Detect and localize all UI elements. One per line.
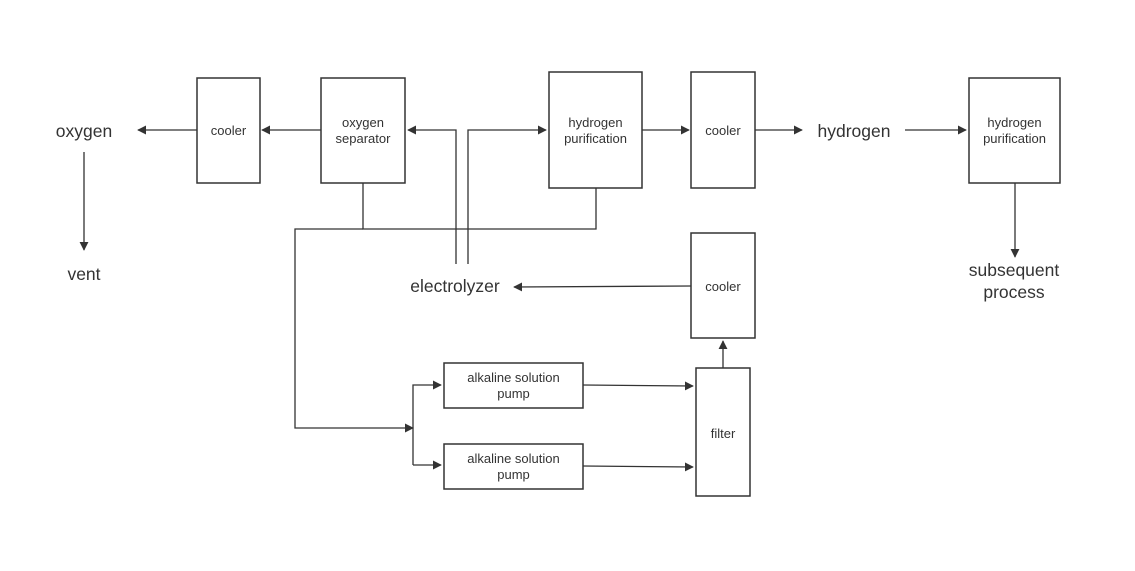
node-label-line-2: purification	[564, 131, 627, 146]
label-subsequent-process-line-1: subsequent	[969, 260, 1060, 280]
node-box	[443, 362, 584, 409]
node-label-line-1: hydrogen	[568, 115, 622, 130]
edge-electrolyzer-to-hydrogen-purification	[467, 125, 547, 264]
edge-pump-1-to-filter	[582, 381, 694, 391]
node-label-line-2: purification	[983, 131, 1046, 146]
node-label-line-2: pump	[497, 467, 530, 482]
node-alkaline-pump-1: alkaline solution pump	[443, 362, 584, 409]
node-label-line-1: oxygen	[342, 115, 384, 130]
node-filter: filter	[695, 367, 751, 497]
node-cooler-hydrogen: cooler	[690, 71, 756, 189]
label-hydrogen: hydrogen	[818, 121, 891, 141]
node-box	[320, 77, 406, 184]
node-label: cooler	[705, 279, 741, 294]
edge-return-header	[362, 183, 597, 230]
node-label-line-2: separator	[336, 131, 392, 146]
node-label-line-1: alkaline solution	[467, 451, 560, 466]
label-vent: vent	[67, 264, 100, 284]
edge-cooler-to-electrolyzer	[513, 282, 692, 292]
node-box	[548, 71, 643, 189]
node-box	[443, 443, 584, 490]
node-box	[968, 77, 1061, 184]
node-label: filter	[711, 426, 736, 441]
node-box	[690, 71, 756, 189]
node-label: cooler	[211, 123, 247, 138]
connectors	[79, 125, 1020, 472]
node-label-line-1: alkaline solution	[467, 370, 560, 385]
node-label-line-1: hydrogen	[987, 115, 1041, 130]
node-label-line-2: pump	[497, 386, 530, 401]
label-subsequent-process-line-2: process	[983, 282, 1045, 302]
node-cooler-oxygen: cooler	[196, 77, 261, 184]
node-alkaline-pump-2: alkaline solution pump	[443, 443, 584, 490]
node-oxygen-separator: oxygen separator	[320, 77, 406, 184]
node-box	[695, 367, 751, 497]
node-box	[196, 77, 261, 184]
node-box	[690, 232, 756, 339]
label-electrolyzer: electrolyzer	[410, 276, 500, 296]
node-cooler-return: cooler	[690, 232, 756, 339]
node-label: cooler	[705, 123, 741, 138]
edge-electrolyzer-to-oxygen-separator	[407, 125, 457, 264]
edge-return-to-pumps	[294, 228, 414, 433]
node-hydrogen-purification-2: hydrogen purification	[968, 77, 1061, 184]
edge-pump-2-to-filter	[582, 462, 694, 472]
label-oxygen: oxygen	[56, 121, 112, 141]
node-hydrogen-purification-1: hydrogen purification	[548, 71, 643, 189]
edge-branch-to-pump-1	[412, 380, 442, 465]
